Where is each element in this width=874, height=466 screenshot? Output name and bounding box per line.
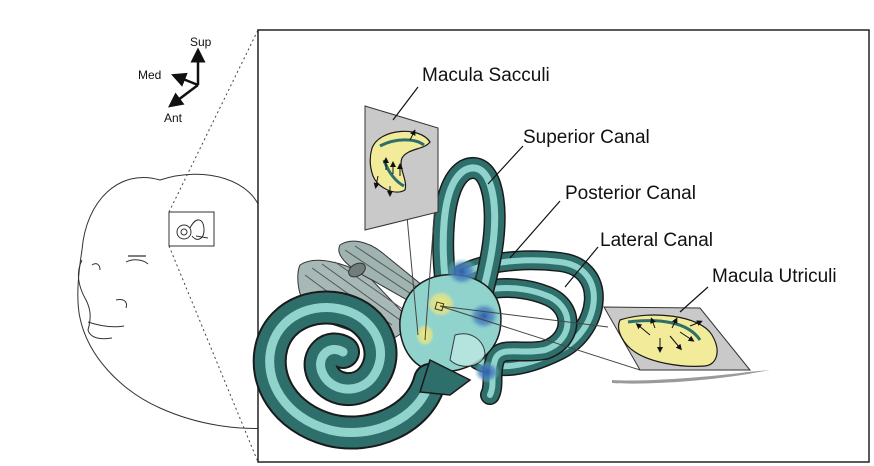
compass-med-label: Med xyxy=(138,68,161,82)
label-lateral-canal: Lateral Canal xyxy=(600,230,713,251)
head-ear-inset xyxy=(169,212,214,246)
compass-ant-label: Ant xyxy=(164,111,183,125)
macula-sacculi-inset xyxy=(365,106,438,230)
compass-sup-label: Sup xyxy=(190,35,212,49)
orientation-compass: Sup Med Ant xyxy=(138,35,212,125)
label-superior-canal: Superior Canal xyxy=(523,127,650,148)
label-macula-sacculi: Macula Sacculi xyxy=(422,65,550,86)
label-macula-utriculi: Macula Utriculi xyxy=(712,266,837,287)
label-posterior-canal: Posterior Canal xyxy=(565,183,696,204)
